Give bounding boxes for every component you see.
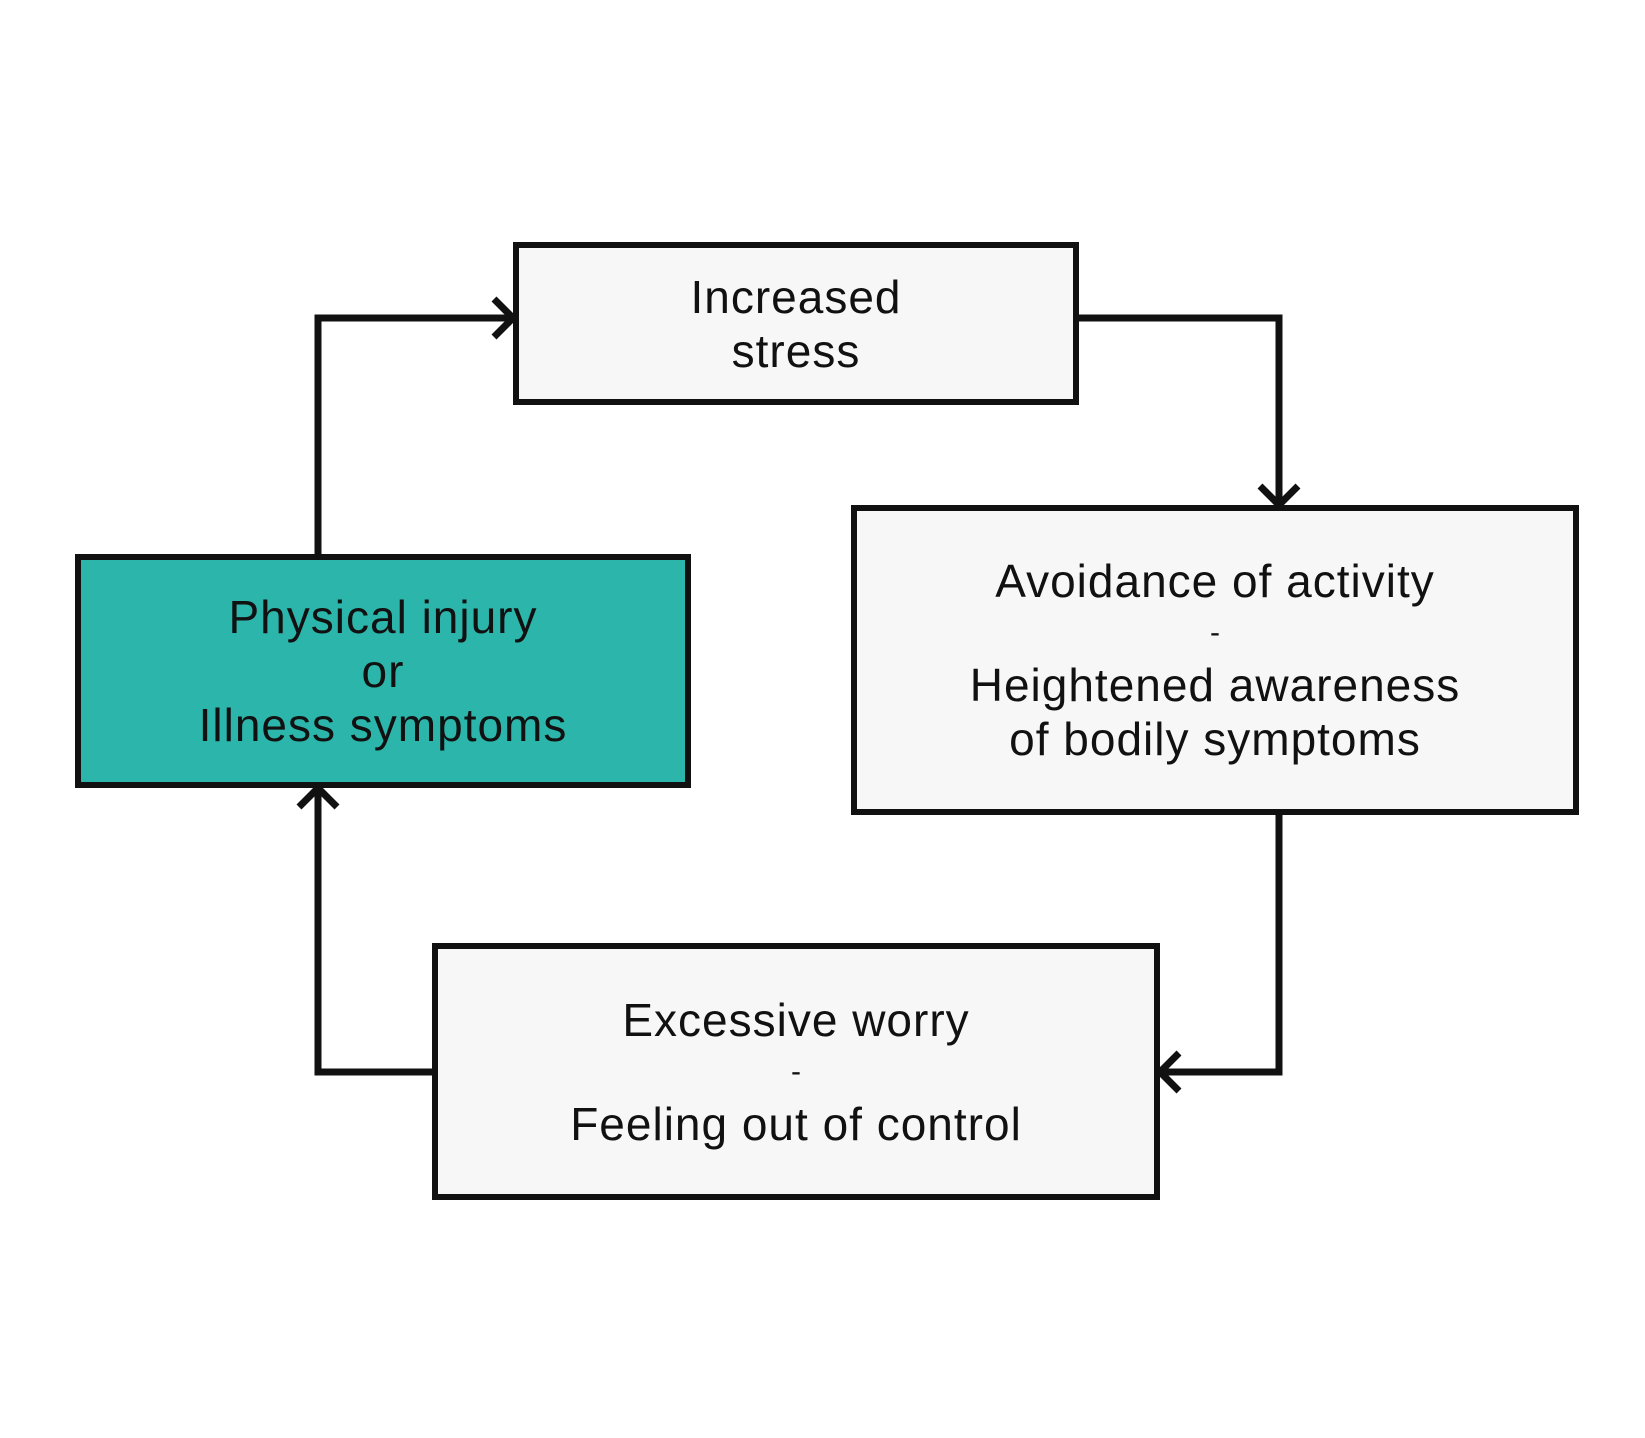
- node-label-line: of bodily symptoms: [1009, 713, 1421, 765]
- edge-stress-to-avoidance: [1079, 314, 1283, 505]
- node-label-line: Avoidance of activity: [995, 555, 1435, 607]
- node-label-line: or: [361, 645, 405, 697]
- node-increased-stress: Increased stress: [513, 242, 1079, 405]
- node-label-line: stress: [731, 324, 861, 377]
- node-label-line: Physical injury: [228, 591, 538, 643]
- arrowhead-into-injury: [296, 783, 340, 810]
- node-separator: -: [1210, 616, 1220, 649]
- node-avoidance-of-activity: Avoidance of activity - Heightened aware…: [851, 505, 1579, 815]
- node-label-line: Excessive worry: [622, 993, 970, 1046]
- node-label-line: Heightened awareness: [969, 659, 1461, 711]
- node-label-line: Increased: [690, 270, 902, 323]
- arrowhead-into-worry: [1155, 1050, 1182, 1094]
- node-label-line: Feeling out of control: [570, 1097, 1022, 1150]
- node-separator: -: [791, 1054, 801, 1088]
- node-excessive-worry: Excessive worry - Feeling out of control: [432, 943, 1160, 1200]
- edge-avoidance-to-worry: [1160, 815, 1283, 1076]
- edge-injury-to-stress: [314, 314, 513, 554]
- node-label-line: Illness symptoms: [198, 699, 568, 751]
- node-physical-injury: Physical injury or Illness symptoms: [75, 554, 691, 788]
- edge-worry-to-injury: [314, 788, 432, 1076]
